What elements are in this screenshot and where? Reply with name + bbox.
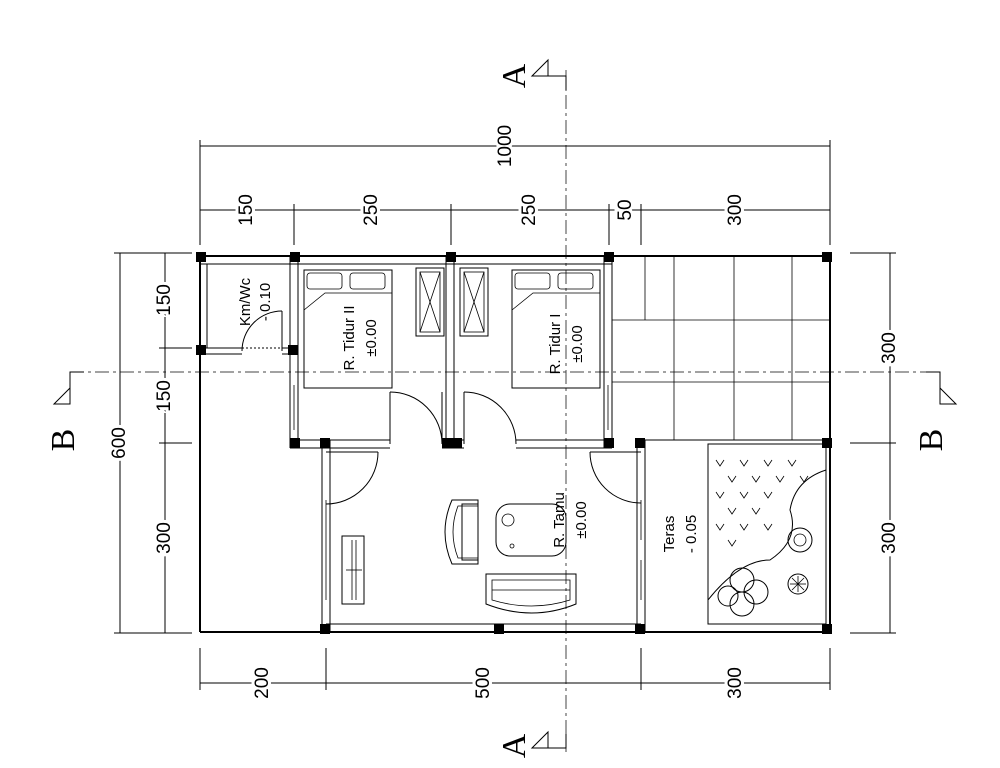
living-room-furniture <box>341 499 577 614</box>
dim-top-seg-4: 50 <box>615 199 636 220</box>
room-name-living-room: R. Tamu <box>551 492 568 548</box>
dim-left-seg-1: 150 <box>154 284 175 316</box>
plant-icon <box>787 573 809 595</box>
section-arrow-b-right <box>939 386 958 405</box>
sofa-icon <box>485 573 577 614</box>
dim-right-seg-1: 300 <box>879 332 900 364</box>
wardrobe-icon <box>459 267 489 337</box>
room-level-bedroom-ii: ±0.00 <box>363 319 380 356</box>
tv-cabinet-icon <box>341 535 365 605</box>
room-level-kmwc: - 0.10 <box>257 283 274 321</box>
room-level-living-room: ±0.00 <box>573 501 590 538</box>
room-level-teras: - 0.05 <box>683 515 700 553</box>
walls <box>199 255 831 633</box>
section-label-a-bottom: A <box>496 733 533 758</box>
section-arrow-b-left <box>52 386 71 405</box>
dim-top-seg-1: 150 <box>236 194 257 226</box>
dim-top-total: 1000 <box>495 125 516 167</box>
room-name-bedroom-ii: R. Tidur II <box>341 305 358 370</box>
section-label-a-top: A <box>496 63 533 88</box>
grass-pattern-icon <box>715 459 809 547</box>
garden <box>707 443 827 625</box>
section-label-b-left: B <box>45 429 82 452</box>
dim-bottom-seg-1: 200 <box>252 667 273 699</box>
bed-icon <box>303 269 393 389</box>
section-arrow-a-top <box>530 58 549 77</box>
dim-top-seg-5: 300 <box>725 194 746 226</box>
dim-left-total: 600 <box>109 427 130 459</box>
bed-icon <box>511 269 601 389</box>
dim-bottom-seg-2: 500 <box>473 667 494 699</box>
tree-icon <box>717 567 769 617</box>
section-lines: A A B B <box>45 58 958 758</box>
armchair-icon <box>444 499 479 565</box>
wardrobe-icon <box>415 267 445 337</box>
dim-right-seg-2: 300 <box>879 522 900 554</box>
room-labels: Km/Wc - 0.10 R. Tidur II ±0.00 R. Tidur … <box>237 277 700 553</box>
room-name-kmwc: Km/Wc <box>237 277 254 326</box>
dimension-labels: 1000 150 250 250 50 300 200 500 300 600 … <box>106 122 903 702</box>
section-label-b-right: B <box>913 429 950 452</box>
columns <box>196 252 832 634</box>
dimension-lines <box>114 140 896 690</box>
shrub-icon <box>787 527 813 553</box>
dim-top-seg-2: 250 <box>361 194 382 226</box>
dim-top-seg-3: 250 <box>519 194 540 226</box>
room-name-bedroom-i: R. Tidur I <box>547 314 564 375</box>
dim-left-seg-3: 300 <box>154 522 175 554</box>
floor-tile-grid <box>611 256 830 440</box>
doors <box>241 310 642 505</box>
coffee-table-icon <box>495 503 567 557</box>
bedroom-ii-furniture <box>303 267 445 389</box>
room-level-bedroom-i: ±0.00 <box>569 325 586 362</box>
section-arrow-a-bottom <box>530 730 549 749</box>
bedroom-i-furniture <box>459 267 601 389</box>
room-name-teras: Teras <box>661 516 678 553</box>
dim-left-seg-2: 150 <box>154 380 175 412</box>
dim-bottom-seg-3: 300 <box>725 667 746 699</box>
